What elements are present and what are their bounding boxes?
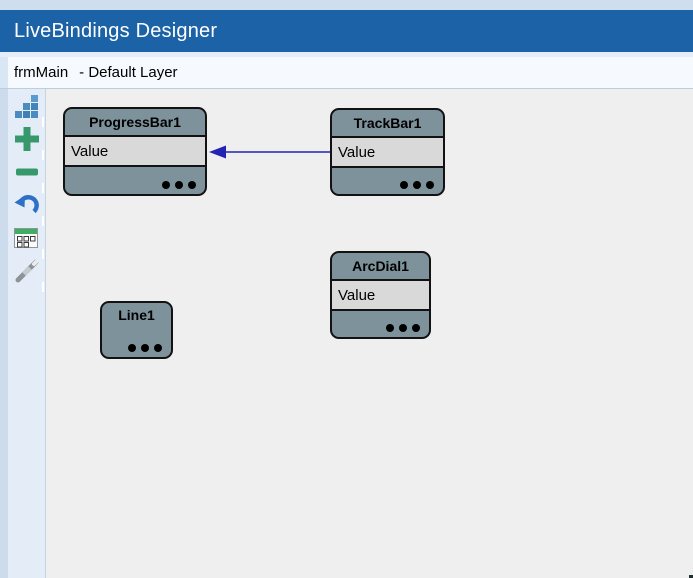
left-toolbar (8, 89, 46, 578)
resize-grip[interactable] (689, 575, 693, 578)
node-member-value[interactable]: Value (65, 135, 205, 167)
node-footer (65, 167, 205, 194)
breadcrumb-left-pad (0, 57, 8, 88)
node-title: TrackBar1 (353, 115, 422, 131)
node-title: ArcDial1 (352, 258, 409, 274)
breadcrumb-form-name: frmMain (14, 64, 69, 81)
node-title: Line1 (118, 307, 155, 323)
node-member-value[interactable]: Value (332, 279, 429, 311)
node-line1[interactable]: Line1 (100, 301, 173, 359)
window-left-border (0, 89, 8, 578)
undo-arrow-icon (14, 193, 40, 217)
node-member-value[interactable]: Value (332, 136, 443, 168)
node-options-ellipsis[interactable] (400, 181, 434, 189)
breadcrumb-layer-name: - Default Layer (79, 64, 178, 81)
node-options-ellipsis[interactable] (162, 181, 196, 189)
breadcrumb: frmMain - Default Layer (0, 57, 693, 89)
titlebar[interactable]: LiveBindings Designer (0, 10, 693, 52)
add-binding-button[interactable] (8, 122, 45, 160)
node-title: ProgressBar1 (89, 114, 181, 130)
remove-binding-button[interactable] (8, 155, 45, 193)
plus-icon (14, 126, 40, 152)
window-title: LiveBindings Designer (14, 19, 218, 42)
node-options-ellipsis[interactable] (128, 344, 162, 352)
node-footer (332, 311, 429, 337)
node-footer (102, 327, 171, 357)
blue-squares-chart-icon (14, 94, 39, 118)
magic-wand-icon (14, 258, 40, 284)
minus-icon (14, 159, 40, 185)
undo-button[interactable] (8, 188, 45, 226)
window-top-border (0, 0, 693, 10)
wizard-button[interactable] (8, 254, 45, 292)
node-options-ellipsis[interactable] (386, 324, 420, 332)
layers-grid-button[interactable] (8, 221, 45, 259)
grid-panel-icon (14, 227, 39, 249)
titlebar-bottom-strip (0, 52, 693, 57)
bindings-chart-button[interactable] (8, 89, 45, 127)
node-footer (332, 168, 443, 194)
